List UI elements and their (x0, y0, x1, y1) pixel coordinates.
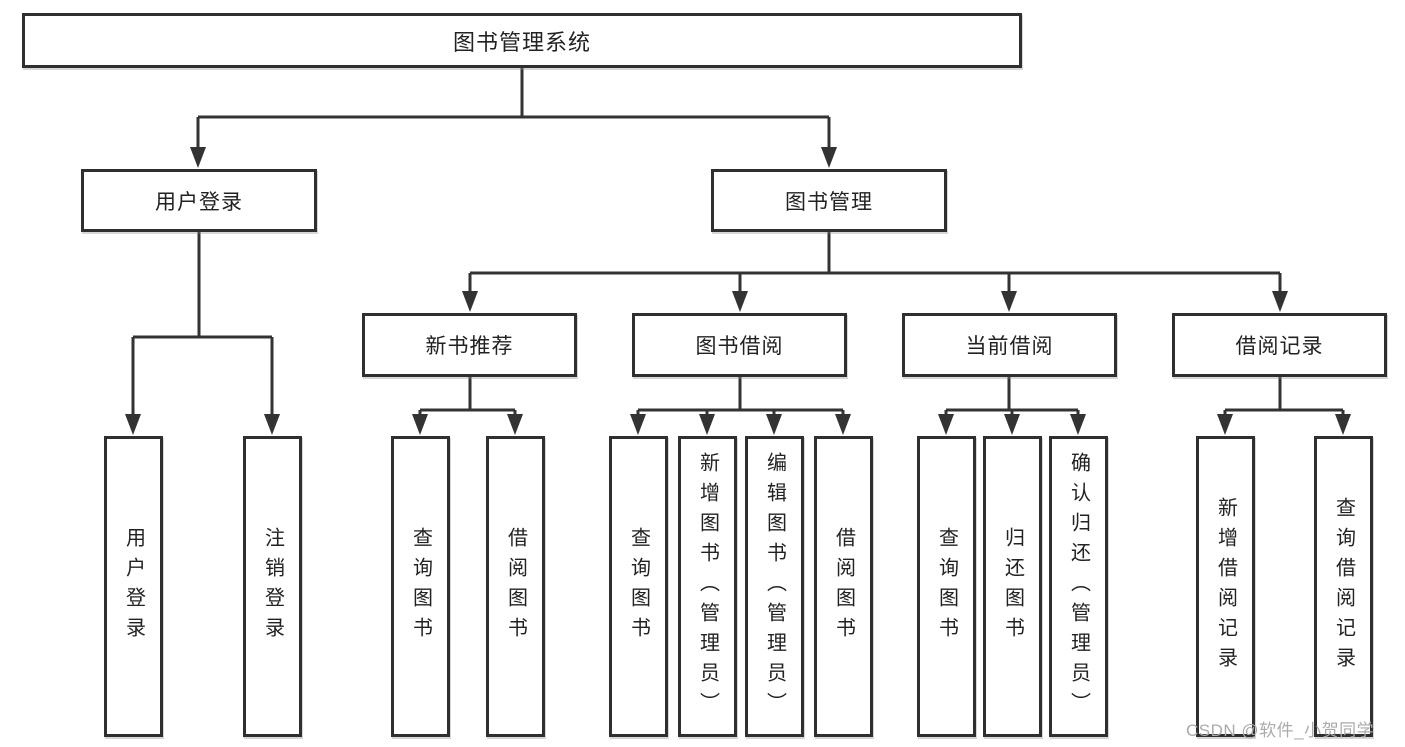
node-current-query-books-label: 查询图书 (935, 526, 958, 647)
node-borrow-borrow-books-label: 借阅图书 (832, 526, 855, 647)
node-current-confirm-return-admin-label: 确认归还（管理员） (1067, 451, 1090, 722)
node-borrow-borrow-books: 借阅图书 (814, 436, 873, 737)
node-borrow-query-books: 查询图书 (609, 436, 668, 737)
node-book-borrow: 图书借阅 (632, 313, 847, 377)
connector-borrow-records-branch (1223, 377, 1345, 417)
arrowheads-book-borrow-branch (630, 414, 851, 435)
node-records-query-record-label: 查询借阅记录 (1332, 496, 1355, 677)
node-current-query-books: 查询图书 (917, 436, 976, 737)
node-borrow-add-books-admin: 新增图书（管理员） (678, 436, 737, 737)
connector-user-login-branch (131, 232, 274, 417)
node-current-borrow: 当前借阅 (902, 313, 1117, 377)
node-current-confirm-return-admin: 确认归还（管理员） (1049, 436, 1108, 737)
connector-current-borrow-branch (944, 377, 1080, 417)
node-new-book-recommend: 新书推荐 (362, 313, 577, 377)
node-logout-label: 注销登录 (261, 526, 284, 647)
node-borrow-records-label: 借阅记录 (1235, 335, 1324, 358)
node-root: 图书管理系统 (22, 13, 1022, 68)
node-recommend-borrow-books-label: 借阅图书 (504, 526, 527, 647)
node-borrow-records: 借阅记录 (1172, 313, 1387, 377)
node-user-login: 用户登录 (81, 169, 317, 232)
node-current-return-books: 归还图书 (983, 436, 1042, 737)
node-recommend-query-books-label: 查询图书 (409, 526, 432, 647)
node-recommend-borrow-books: 借阅图书 (486, 436, 545, 737)
connector-book-borrow-branch (636, 377, 845, 417)
node-records-query-record: 查询借阅记录 (1314, 436, 1373, 737)
node-book-management-label: 图书管理 (785, 190, 873, 214)
node-logout: 注销登录 (243, 436, 302, 737)
arrowheads-borrow-records-branch (1217, 414, 1351, 435)
node-records-add-record: 新增借阅记录 (1196, 436, 1255, 737)
node-user-login-label: 用户登录 (155, 190, 243, 214)
watermark: CSDN @软件_小贺同学 (1186, 721, 1375, 740)
connector-book-management-branch (468, 232, 1282, 294)
node-borrow-edit-books-admin: 编辑图书（管理员） (745, 436, 804, 737)
node-login: 用户登录 (104, 436, 163, 737)
arrowheads-user-login-branch (125, 414, 280, 435)
node-root-label: 图书管理系统 (452, 29, 591, 55)
node-current-borrow-label: 当前借阅 (965, 335, 1054, 358)
node-book-management: 图书管理 (711, 169, 947, 232)
connector-new-book-recommend-branch (418, 377, 517, 417)
arrowheads-current-borrow-branch (938, 414, 1086, 435)
arrowheads-new-book-recommend-branch (412, 414, 523, 435)
node-new-book-recommend-label: 新书推荐 (425, 335, 514, 358)
node-login-label: 用户登录 (122, 526, 145, 647)
node-borrow-add-books-admin-label: 新增图书（管理员） (696, 451, 719, 722)
arrowheads-book-management-branch (462, 291, 1288, 312)
node-current-return-books-label: 归还图书 (1001, 526, 1024, 647)
arrowheads-level2 (190, 147, 837, 168)
node-book-borrow-label: 图书借阅 (695, 335, 784, 358)
node-borrow-query-books-label: 查询图书 (627, 526, 650, 647)
node-borrow-edit-books-admin-label: 编辑图书（管理员） (763, 451, 786, 722)
node-records-add-record-label: 新增借阅记录 (1214, 496, 1237, 677)
node-recommend-query-books: 查询图书 (391, 436, 450, 737)
connector-root-to-level2 (196, 68, 831, 150)
